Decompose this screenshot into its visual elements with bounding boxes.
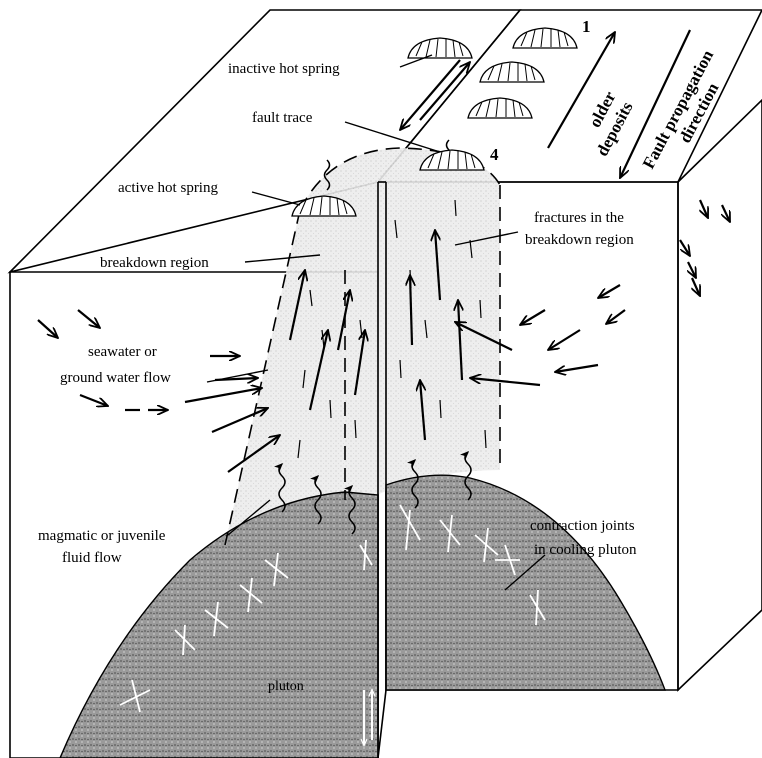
label-fractures-2: breakdown region — [525, 232, 634, 248]
label-seawater-1: seawater or — [88, 344, 157, 360]
label-contraction-1: contraction joints — [530, 518, 635, 534]
hot-spring-mound-icon — [468, 98, 532, 118]
label-contraction-2: in cooling pluton — [534, 542, 637, 558]
label-active-hot-spring: active hot spring — [118, 180, 218, 196]
label-fractures-1: fractures in the — [534, 210, 624, 226]
pluton-right — [386, 475, 665, 690]
hot-spring-mound-icon — [513, 28, 577, 48]
label-marker-1: 1 — [582, 17, 591, 36]
label-magmatic-1: magmatic or juvenile — [38, 528, 166, 544]
label-magmatic-2: fluid flow — [62, 550, 122, 566]
label-inactive-hot-spring: inactive hot spring — [228, 61, 340, 77]
hot-spring-mound-icon — [408, 38, 472, 58]
side-face-right — [678, 100, 762, 690]
label-breakdown-region: breakdown region — [100, 255, 209, 271]
label-seawater-2: ground water flow — [60, 370, 171, 386]
groundwater-arrows-left — [38, 310, 280, 472]
label-marker-4: 4 — [490, 145, 499, 164]
label-pluton: pluton — [268, 679, 304, 694]
label-fault-trace: fault trace — [252, 110, 313, 126]
hot-spring-mound-icon — [480, 62, 544, 82]
